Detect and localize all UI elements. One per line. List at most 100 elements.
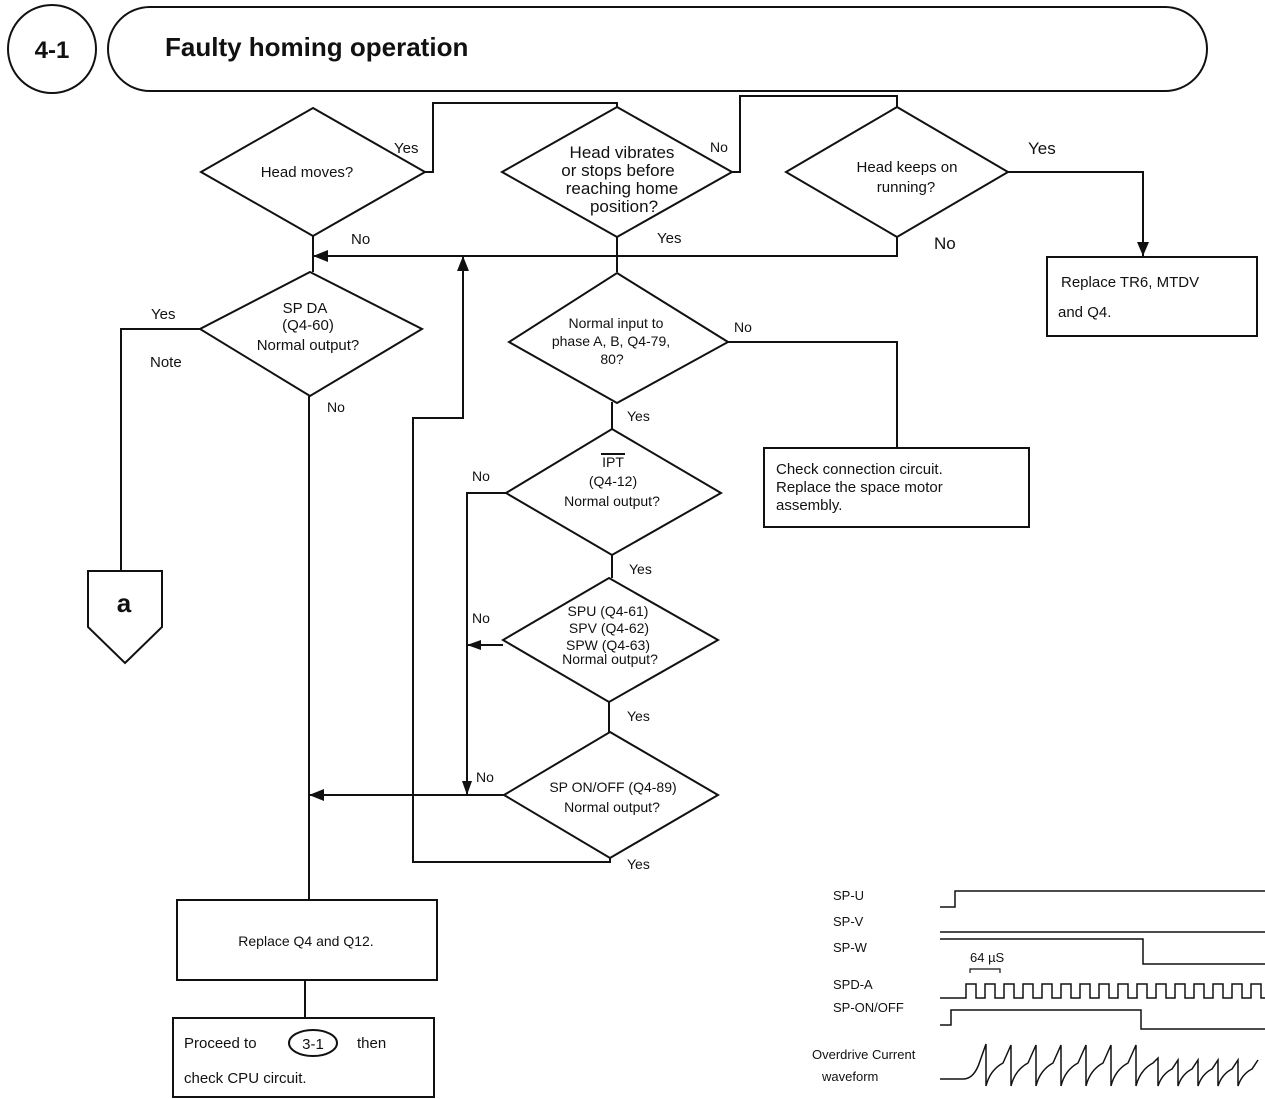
decision-text: running? bbox=[877, 179, 935, 196]
decision-text: Head keeps on bbox=[857, 159, 958, 176]
action-replace-tr6: Replace TR6, MTDV and Q4. bbox=[1046, 256, 1258, 337]
decision-text: Normal output? bbox=[257, 337, 360, 354]
arrow-head bbox=[457, 256, 469, 271]
arrow-head bbox=[313, 250, 328, 262]
action-text: Check connection circuit. bbox=[776, 461, 943, 478]
signal-label: Overdrive Current bbox=[812, 1047, 916, 1062]
period-bracket bbox=[969, 968, 1001, 973]
decision-spu-spv-spw: SPU (Q4-61) SPV (Q4-62) SPW (Q4-63) Norm… bbox=[501, 576, 721, 704]
reference-circle bbox=[288, 1029, 338, 1057]
action-text: and Q4. bbox=[1058, 304, 1111, 321]
section-badge bbox=[7, 4, 97, 94]
no-label: No bbox=[710, 139, 728, 155]
action-text: Replace Q4 and Q12. bbox=[238, 933, 373, 949]
connector-label: a bbox=[117, 588, 132, 618]
connector-line bbox=[425, 102, 618, 173]
decision-text: SPW (Q4-63) bbox=[566, 637, 650, 653]
signal-label: SP-W bbox=[833, 940, 868, 955]
no-label: No bbox=[476, 769, 494, 785]
arrow-head bbox=[467, 640, 481, 650]
arrow-head bbox=[309, 789, 324, 801]
connector-line bbox=[728, 341, 898, 448]
action-text: assembly. bbox=[776, 497, 842, 514]
no-label: No bbox=[351, 231, 370, 248]
decision-text: reaching home bbox=[566, 179, 678, 198]
decision-text: Normal output? bbox=[564, 493, 660, 509]
yes-label: Yes bbox=[657, 230, 681, 247]
decision-text: SP ON/OFF (Q4-89) bbox=[549, 779, 676, 795]
section-number: 4-1 bbox=[35, 37, 70, 64]
sp-u-trace bbox=[940, 890, 1265, 908]
decision-text: Normal output? bbox=[564, 799, 660, 815]
action-text: Replace the space motor bbox=[776, 479, 943, 496]
decision-text: SP DA bbox=[283, 300, 328, 317]
title-banner bbox=[107, 6, 1208, 92]
decision-text: position? bbox=[590, 197, 658, 216]
sp-onoff-trace bbox=[940, 1009, 1265, 1030]
no-label: No bbox=[472, 610, 490, 626]
decision-text: (Q4-12) bbox=[589, 473, 637, 489]
flow-connectors bbox=[120, 95, 1149, 1018]
decision-text: SPV (Q4-62) bbox=[569, 620, 649, 636]
decision-text: IPT bbox=[602, 454, 624, 470]
no-label: No bbox=[734, 319, 752, 335]
yes-label: Yes bbox=[1028, 139, 1056, 158]
yes-label: Yes bbox=[627, 856, 650, 872]
yes-label: Yes bbox=[627, 408, 650, 424]
decision-text: SPU (Q4-61) bbox=[568, 603, 649, 619]
decision-text: phase A, B, Q4-79, bbox=[552, 333, 670, 349]
decision-head-moves: Head moves? bbox=[198, 106, 428, 238]
arrow-head bbox=[462, 781, 472, 795]
connector-line bbox=[1008, 171, 1144, 256]
overdrive-current-trace bbox=[940, 1043, 1259, 1087]
decision-text: Head moves? bbox=[261, 164, 354, 181]
signal-label: SP-ON/OFF bbox=[833, 1000, 904, 1015]
timing-waveform: SP-U SP-V SP-W SPD-A SP-ON/OFF Overdrive… bbox=[812, 888, 1265, 1087]
yes-label: Yes bbox=[394, 140, 418, 157]
connector-line bbox=[313, 236, 898, 257]
decision-text: Head vibrates bbox=[570, 143, 675, 162]
note-label: Note bbox=[150, 354, 182, 371]
action-text: Proceed to bbox=[184, 1035, 257, 1052]
decision-head-vibrates: Head vibrates or stops before reaching h… bbox=[499, 105, 735, 239]
signal-label: waveform bbox=[821, 1069, 878, 1084]
yes-label: Yes bbox=[629, 561, 652, 577]
yes-label: Yes bbox=[151, 306, 175, 323]
decision-text: Normal input to bbox=[569, 315, 664, 331]
no-label: No bbox=[472, 468, 490, 484]
spd-a-trace bbox=[940, 983, 1265, 999]
signal-label: SP-U bbox=[833, 888, 864, 903]
connector-line bbox=[466, 492, 506, 795]
no-label: No bbox=[934, 234, 956, 253]
connector-line bbox=[732, 95, 898, 173]
branch-labels: Yes No Yes No Yes No Yes Note No No Yes … bbox=[150, 139, 1056, 872]
yes-label: Yes bbox=[627, 708, 650, 724]
period-label: 64 µS bbox=[970, 950, 1005, 965]
connector-line bbox=[120, 328, 200, 571]
action-check-connection: Check connection circuit. Replace the sp… bbox=[763, 447, 1030, 528]
decision-text: or stops before bbox=[561, 161, 674, 180]
reference-text: 3-1 bbox=[302, 1036, 324, 1053]
decision-normal-input: Normal input to phase A, B, Q4-79, 80? bbox=[507, 271, 730, 405]
decision-text: Normal output? bbox=[562, 651, 658, 667]
decision-head-keeps-running: Head keeps on running? bbox=[784, 105, 1010, 239]
sp-w-trace bbox=[940, 938, 1265, 965]
page-title: Faulty homing operation bbox=[165, 32, 468, 62]
action-text: check CPU circuit. bbox=[184, 1070, 307, 1087]
action-replace-q4-q12: Replace Q4 and Q12. bbox=[176, 899, 438, 981]
decision-sp-da: SP DA (Q4-60) Normal output? bbox=[197, 270, 425, 398]
no-label: No bbox=[327, 399, 345, 415]
signal-label: SP-V bbox=[833, 914, 864, 929]
decision-sp-onoff: SP ON/OFF (Q4-89) Normal output? bbox=[502, 730, 720, 860]
action-text: then bbox=[357, 1035, 386, 1052]
connector-line bbox=[412, 256, 611, 863]
offpage-connector-a: a bbox=[87, 570, 163, 665]
action-proceed: Proceed to 3-1 then check CPU circuit. bbox=[172, 1017, 435, 1098]
action-text: Replace TR6, MTDV bbox=[1061, 274, 1199, 291]
decision-text: 80? bbox=[600, 351, 624, 367]
arrow-head bbox=[1137, 242, 1149, 256]
decision-ipt: IPT (Q4-12) Normal output? bbox=[504, 427, 723, 557]
header: 4-1 Faulty homing operation bbox=[7, 4, 1208, 94]
signal-label: SPD-A bbox=[833, 977, 873, 992]
